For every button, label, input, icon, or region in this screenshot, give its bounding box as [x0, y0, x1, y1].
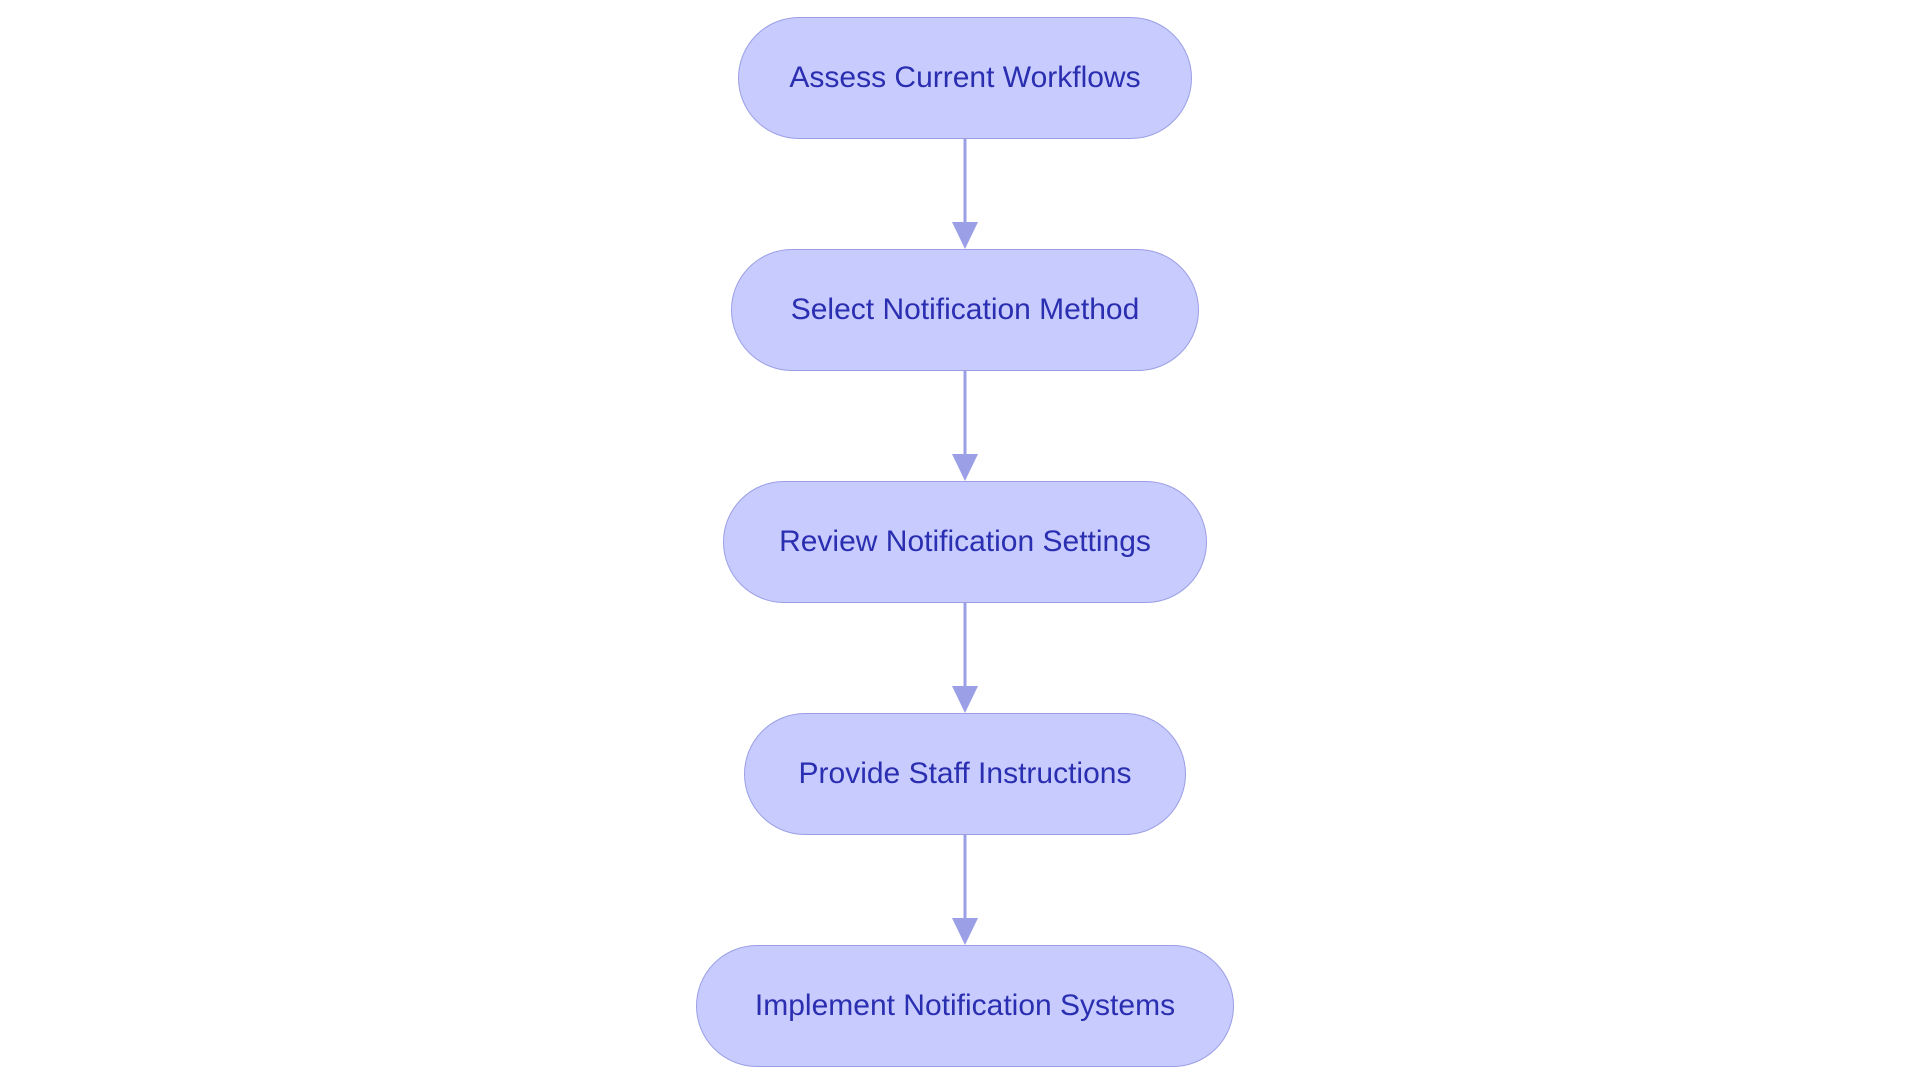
step-provide-staff-instructions: Provide Staff Instructions — [744, 713, 1186, 835]
arrowhead-icon — [952, 222, 978, 249]
arrow-3-to-4 — [952, 603, 978, 713]
arrow-2-to-3 — [952, 371, 978, 481]
step-select-notification-method: Select Notification Method — [731, 249, 1199, 371]
step-label: Assess Current Workflows — [789, 61, 1141, 94]
step-label: Provide Staff Instructions — [798, 757, 1132, 790]
step-label: Implement Notification Systems — [754, 989, 1176, 1022]
arrowhead-icon — [952, 686, 978, 713]
step-label: Review Notification Settings — [779, 525, 1151, 558]
step-label: Select Notification Method — [790, 293, 1140, 326]
arrow-1-to-2 — [952, 139, 978, 249]
step-assess-current-workflows: Assess Current Workflows — [738, 17, 1192, 139]
arrowhead-icon — [952, 918, 978, 945]
step-implement-notification-systems: Implement Notification Systems — [696, 945, 1234, 1067]
step-review-notification-settings: Review Notification Settings — [723, 481, 1207, 603]
arrowhead-icon — [952, 454, 978, 481]
arrow-4-to-5 — [952, 835, 978, 945]
